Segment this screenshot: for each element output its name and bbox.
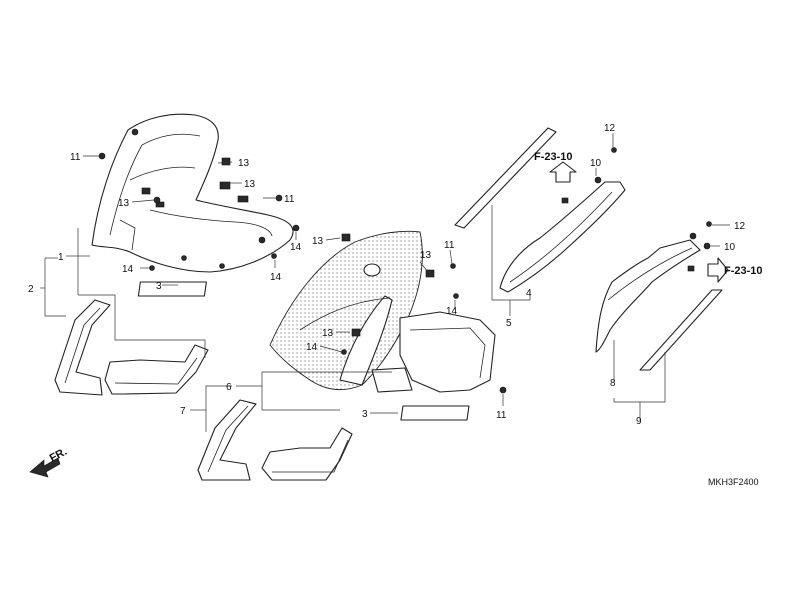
callout-12: 12 <box>734 221 746 232</box>
reference-label-right: F-23-10 <box>724 265 763 277</box>
callout-11: 11 <box>444 240 455 251</box>
callout-13: 13 <box>420 250 432 261</box>
callout-10: 10 <box>724 242 736 253</box>
callout-2: 2 <box>28 284 34 295</box>
callout-13: 13 <box>312 236 324 247</box>
leader-lines <box>40 133 730 432</box>
callout-14: 14 <box>122 264 134 275</box>
reference-label-top: F-23-10 <box>534 151 573 163</box>
callout-11: 11 <box>496 410 507 421</box>
callout-11: 11 <box>70 152 81 163</box>
callout-4: 4 <box>526 288 532 299</box>
inner-cowl-part <box>91 113 294 273</box>
callout-13: 13 <box>238 158 250 169</box>
long-stripe-decal <box>454 127 557 229</box>
callout-7: 7 <box>180 406 186 417</box>
callout-9: 9 <box>636 416 642 427</box>
diagram-code: MKH3F2400 <box>708 477 759 487</box>
stripe-decal-center <box>197 399 353 481</box>
callout-1: 1 <box>58 252 64 263</box>
rear-cover-lower-part <box>595 221 712 353</box>
callout-3: 3 <box>156 281 162 292</box>
emblem-part-left <box>137 281 207 297</box>
callout-13: 13 <box>244 179 256 190</box>
callout-13: 13 <box>322 328 334 339</box>
callout-14: 14 <box>290 242 302 253</box>
callout-8: 8 <box>610 378 616 389</box>
callout-5: 5 <box>506 318 512 329</box>
stripe-decal-left <box>54 299 209 396</box>
ref-arrow-up <box>549 161 577 183</box>
fastener-clips-center <box>341 233 507 394</box>
callout-13: 13 <box>118 198 130 209</box>
front-direction-label: FR. <box>48 446 69 465</box>
stripe-decal-right <box>639 289 723 371</box>
callout-11: 11 <box>284 194 295 205</box>
callout-12: 12 <box>604 123 616 134</box>
callout-10: 10 <box>590 158 602 169</box>
rear-cover-upper-part <box>499 147 626 293</box>
callout-14: 14 <box>306 342 318 353</box>
front-direction-arrow <box>29 457 61 478</box>
callout-14: 14 <box>270 272 282 283</box>
callout-3: 3 <box>362 409 368 420</box>
callout-14: 14 <box>446 306 458 317</box>
emblem-part-center <box>400 405 470 421</box>
callout-6: 6 <box>226 382 232 393</box>
ref-arrow-right <box>707 257 729 283</box>
side-cover-part <box>269 230 496 393</box>
